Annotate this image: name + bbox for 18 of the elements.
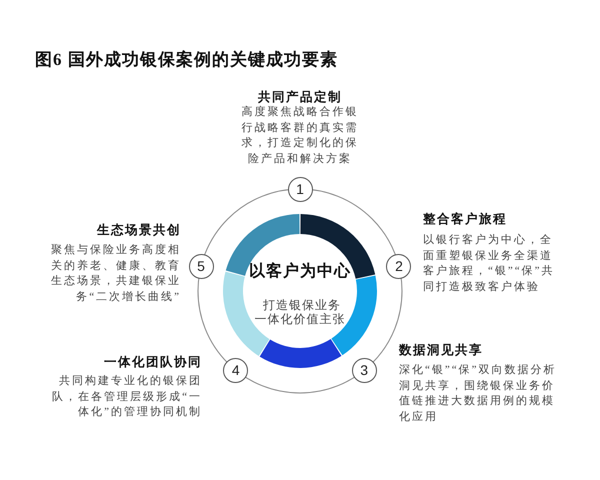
center-subtitle: 打造银保业务一体化价值主张 [254,298,346,326]
description-text: 深化“银”“保”双向数据分析洞见共享，围绕银保业务价值链推进大数据用例的规模化应用 [399,363,557,424]
description-text: 高度聚焦战略合作银行战略客群的真实需求，打造定制化的保险产品和解决方案 [240,105,360,166]
description-text: 共同构建专业化的银保团队，在各管理层级形成“一体化”的管理协同机制 [51,374,202,420]
figure-title: 图6 国外成功银保案例的关键成功要素 [35,49,338,71]
number-circle: 3 [352,358,377,383]
section-heading: 数据洞见共享 [399,342,484,358]
description-text: 以银行客户为中心，全面重塑银保业务全渠道客户旅程，“银”“保”共同打造极致客户体验 [423,233,555,294]
number-circle: 1 [288,176,312,202]
number-circle: 2 [386,254,412,279]
number-circle: 4 [223,358,248,383]
section-heading: 整合客户旅程 [423,211,508,227]
number-circle: 5 [188,254,214,279]
section-heading: 生态场景共创 [96,222,181,238]
section-heading: 共同产品定制 [257,89,343,105]
section-heading: 一体化团队协同 [103,354,202,370]
description-text: 聚焦与保险业务高度相关的养老、健康、教育生态场景，共建银保业务“二次增长曲线” [50,243,181,304]
center-heading: 以客户为中心 [248,262,352,282]
